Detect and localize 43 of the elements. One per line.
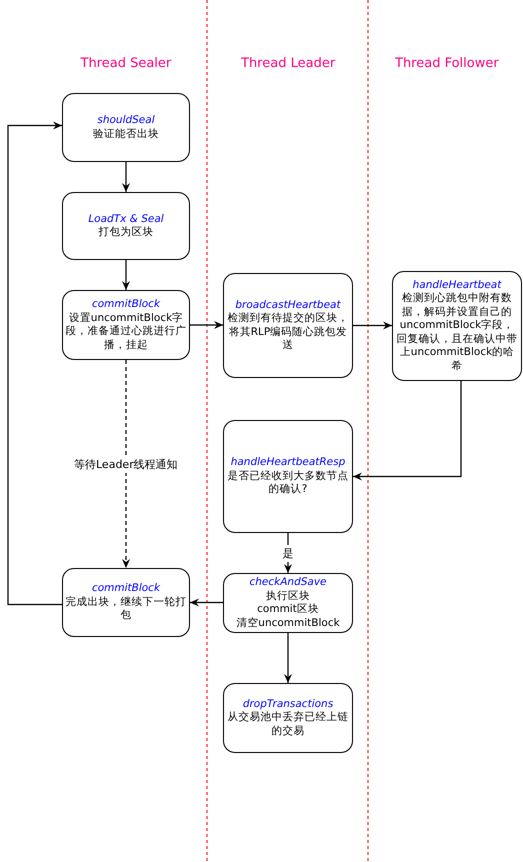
function-name: LoadTx & Seal <box>88 212 164 226</box>
arrow <box>122 360 130 568</box>
process-box <box>62 192 190 260</box>
arrow <box>353 322 392 330</box>
arrow <box>284 633 292 683</box>
process-box <box>62 568 190 637</box>
description-text: 执行区块 <box>266 590 310 603</box>
process-box <box>223 420 353 533</box>
description-text: 完成出块，继续下一轮打包 <box>65 596 187 623</box>
function-name: handleHeartbeat <box>412 278 502 292</box>
description-text: 清空uncommitBlock <box>236 616 340 630</box>
process-box <box>223 573 353 633</box>
process-box <box>62 93 190 162</box>
edge-label: 等待Leader线程通知 <box>74 456 178 472</box>
description-text: 验证能否出块 <box>93 128 159 141</box>
arrow <box>122 260 130 290</box>
description-text: 是否已经收到大多数节点的确认? <box>226 470 350 497</box>
process-box <box>223 273 353 378</box>
lane-title: Thread Sealer <box>80 56 172 71</box>
function-name: checkAndSave <box>249 576 327 590</box>
description-text: 从交易池中丢弃已经上链的交易 <box>226 711 350 738</box>
function-name: commitBlock <box>92 582 160 596</box>
function-name: commitBlock <box>92 298 160 312</box>
lane-title: Thread Follower <box>395 56 499 71</box>
description-text: 检测到有待提交的区块，将其RLP编码随心跳包发送 <box>226 312 350 352</box>
description-text: 打包为区块 <box>98 226 154 240</box>
arrow <box>190 321 223 329</box>
description-text: 检测到心跳包中附有数据，解码并设置自己的uncommitBlock字段，回复确认，且在确认中带上uncommitBlock的哈希 <box>396 292 518 374</box>
arrow <box>122 162 130 192</box>
process-box <box>392 271 522 381</box>
process-box <box>62 290 190 360</box>
description-text: commit区块 <box>257 603 319 616</box>
lane-title: Thread Leader <box>241 56 336 71</box>
arrow <box>190 598 223 606</box>
process-box <box>223 683 353 753</box>
function-name: broadcastHeartbeat <box>235 298 341 312</box>
function-name: shouldSeal <box>97 114 155 128</box>
description-text: 设置uncommitBlock字段，准备通过心跳进行广播，挂起 <box>65 312 187 352</box>
edge-label: 是 <box>282 544 294 562</box>
function-name: handleHeartbeatResp <box>230 456 346 470</box>
arrow <box>7 122 62 606</box>
function-name: dropTransactions <box>242 698 334 711</box>
arrow <box>353 381 462 480</box>
